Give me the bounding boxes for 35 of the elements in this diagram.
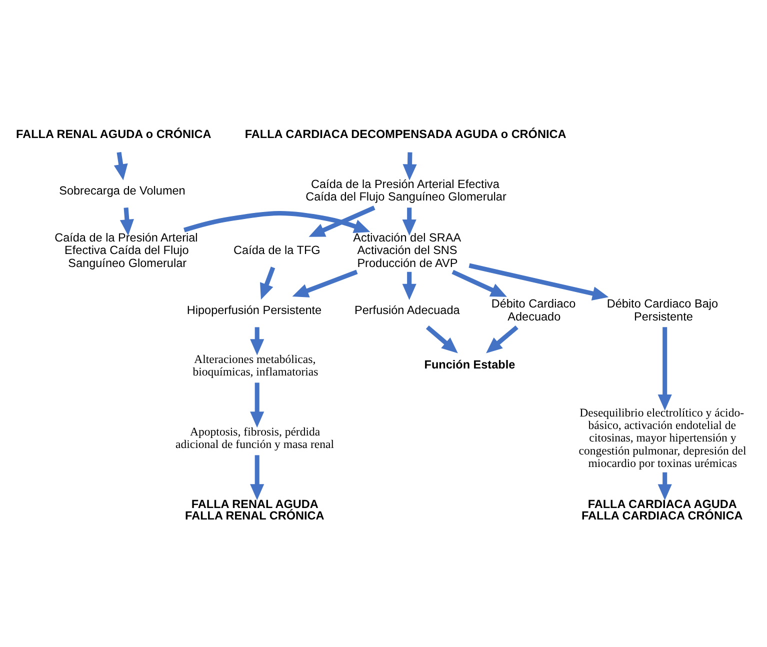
node-text: Hipoperfusión Persistente <box>186 304 322 317</box>
arrow <box>402 208 416 236</box>
arrow <box>658 327 672 411</box>
node-text: Desequilibrio electrolítico y ácido-básico, activación endotelial de citosinas, mayor hipertensión y congestión pulmonar, depresión del miocardio por toxinas urémicas <box>578 406 746 470</box>
arrow <box>402 272 416 300</box>
node-text: FALLA RENAL AGUDA o CRÓNICA <box>16 128 212 142</box>
node-text: Alteraciones metabólicas, bioquímicas, inflamatorias <box>192 352 318 379</box>
node-text: Caída de la Presión Arterial Efectiva Caída del Flujo Sanguíneo Glomerular <box>54 231 198 270</box>
arrow <box>468 263 609 300</box>
node-text: Perfusión Adecuada <box>354 304 460 317</box>
node-text: Débito Cardiaco Adecuado <box>491 298 576 324</box>
node-text: FALLA RENAL AGUDA FALLA RENAL CRÓNICA <box>185 498 324 523</box>
node-text: FALLA CARDIACA AGUDA FALLA CARDIACA CRÓNICA <box>581 498 743 523</box>
node-text: Apoptosis, fibrosis, pérdida adicional de función y masa renal <box>176 425 334 451</box>
node-text: Activación del SRAA Activación del SNS Producción de AVP <box>353 231 462 270</box>
arrow <box>452 270 507 297</box>
arrow <box>114 152 128 180</box>
arrow <box>250 327 264 356</box>
node-text: FALLA CARDIACA DECOMPENSADA AGUDA o CRÓNICA <box>244 128 566 142</box>
arrow <box>658 472 672 500</box>
arrow <box>260 266 276 300</box>
arrow <box>308 206 376 237</box>
arrow <box>250 382 264 428</box>
arrow <box>402 152 417 180</box>
arrow <box>426 325 458 354</box>
node-text: Caída de la Presión Arterial Efectiva Caída del Flujo Sanguíneo Glomerular <box>306 178 506 204</box>
arrow <box>486 325 518 354</box>
arrow <box>292 270 358 298</box>
arrow <box>184 211 370 233</box>
arrow <box>120 207 134 236</box>
node-text: Función Estable <box>424 358 516 372</box>
arrow <box>250 455 264 500</box>
node-text: Sobrecarga de Volumen <box>59 184 186 198</box>
node-text: Débito Cardiaco Bajo Persistente <box>606 298 718 324</box>
node-text: Caída de la TFG <box>234 244 320 258</box>
